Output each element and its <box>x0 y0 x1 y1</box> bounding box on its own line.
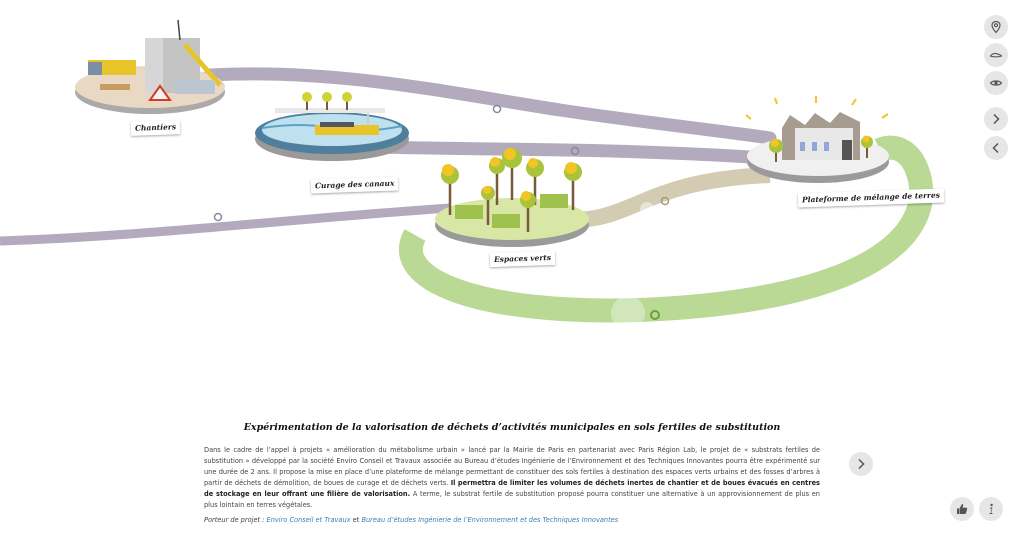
chevron-right-icon <box>993 113 1000 125</box>
node-espaces-verts[interactable] <box>435 148 589 247</box>
chevron-right-icon <box>858 458 865 470</box>
article-title: Expérimentation de la valorisation de dé… <box>243 422 781 433</box>
flow-marker <box>570 146 580 156</box>
layers-icon <box>989 52 1003 58</box>
sponsor-and: et <box>352 516 360 524</box>
map-pin-icon <box>991 20 1001 34</box>
flow-left-to-espaces <box>0 203 451 246</box>
flow-espaces-to-platform <box>579 167 771 228</box>
truck-icon <box>175 80 215 94</box>
tree-canopies <box>441 148 582 208</box>
node-chantiers[interactable] <box>75 19 225 114</box>
prev-node-button[interactable] <box>984 136 1008 160</box>
sponsor-link-enviro[interactable]: Enviro Conseil et Travaux <box>266 516 351 524</box>
article-next-button[interactable] <box>849 452 873 476</box>
node-label-chantiers[interactable]: Chantiers <box>130 120 181 136</box>
flow-marker <box>650 310 660 320</box>
flow-bubble <box>640 202 654 216</box>
node-plateforme[interactable] <box>745 96 889 183</box>
node-label-espaces-verts[interactable]: Espaces verts <box>489 250 556 268</box>
article-body-text: A terme, le substrat fertile de substitu… <box>204 490 820 509</box>
flow-canal-to-platform <box>373 140 772 165</box>
chevron-left-icon <box>992 142 999 154</box>
thumbs-up-icon <box>957 504 968 514</box>
flow-chantiers-to-platform <box>203 67 777 145</box>
article-body-text: Dans le cadre de l’appel à projets « amé… <box>204 446 820 487</box>
warning-sign-icon <box>148 84 172 101</box>
info-button[interactable] <box>979 497 1003 521</box>
flow-marker <box>213 212 223 222</box>
flow-bubble <box>586 125 598 137</box>
flow-bubble <box>611 296 645 330</box>
sponsor-prefix: Porteur de projet : <box>204 516 265 524</box>
barge-icon <box>315 125 379 135</box>
next-node-button[interactable] <box>984 107 1008 131</box>
flow-marker <box>492 104 502 114</box>
crane-icon <box>183 43 222 87</box>
layers-button[interactable] <box>984 43 1008 67</box>
eye-button[interactable] <box>984 71 1008 95</box>
sparkle-icon <box>745 96 889 120</box>
info-icon <box>989 503 993 514</box>
project-sponsors: Porteur de projet : Enviro Conseil et Tr… <box>204 516 820 524</box>
article-body-highlight: Il permettra de limiter les volumes de d… <box>204 479 820 498</box>
sponsor-link-bureau[interactable]: Bureau d’études Ingénierie de l’Environn… <box>361 516 619 524</box>
flow-paths <box>0 67 934 330</box>
eye-icon <box>989 80 1003 86</box>
flow-platform-loop <box>398 135 934 323</box>
node-curage[interactable] <box>255 92 409 161</box>
flow-marker <box>660 196 670 206</box>
tree-icon <box>302 92 352 110</box>
article-body: Dans le cadre de l’appel à projets « amé… <box>204 445 820 511</box>
map-pin-button[interactable] <box>984 15 1008 39</box>
tree-icon <box>769 135 873 162</box>
like-button[interactable] <box>950 497 974 521</box>
